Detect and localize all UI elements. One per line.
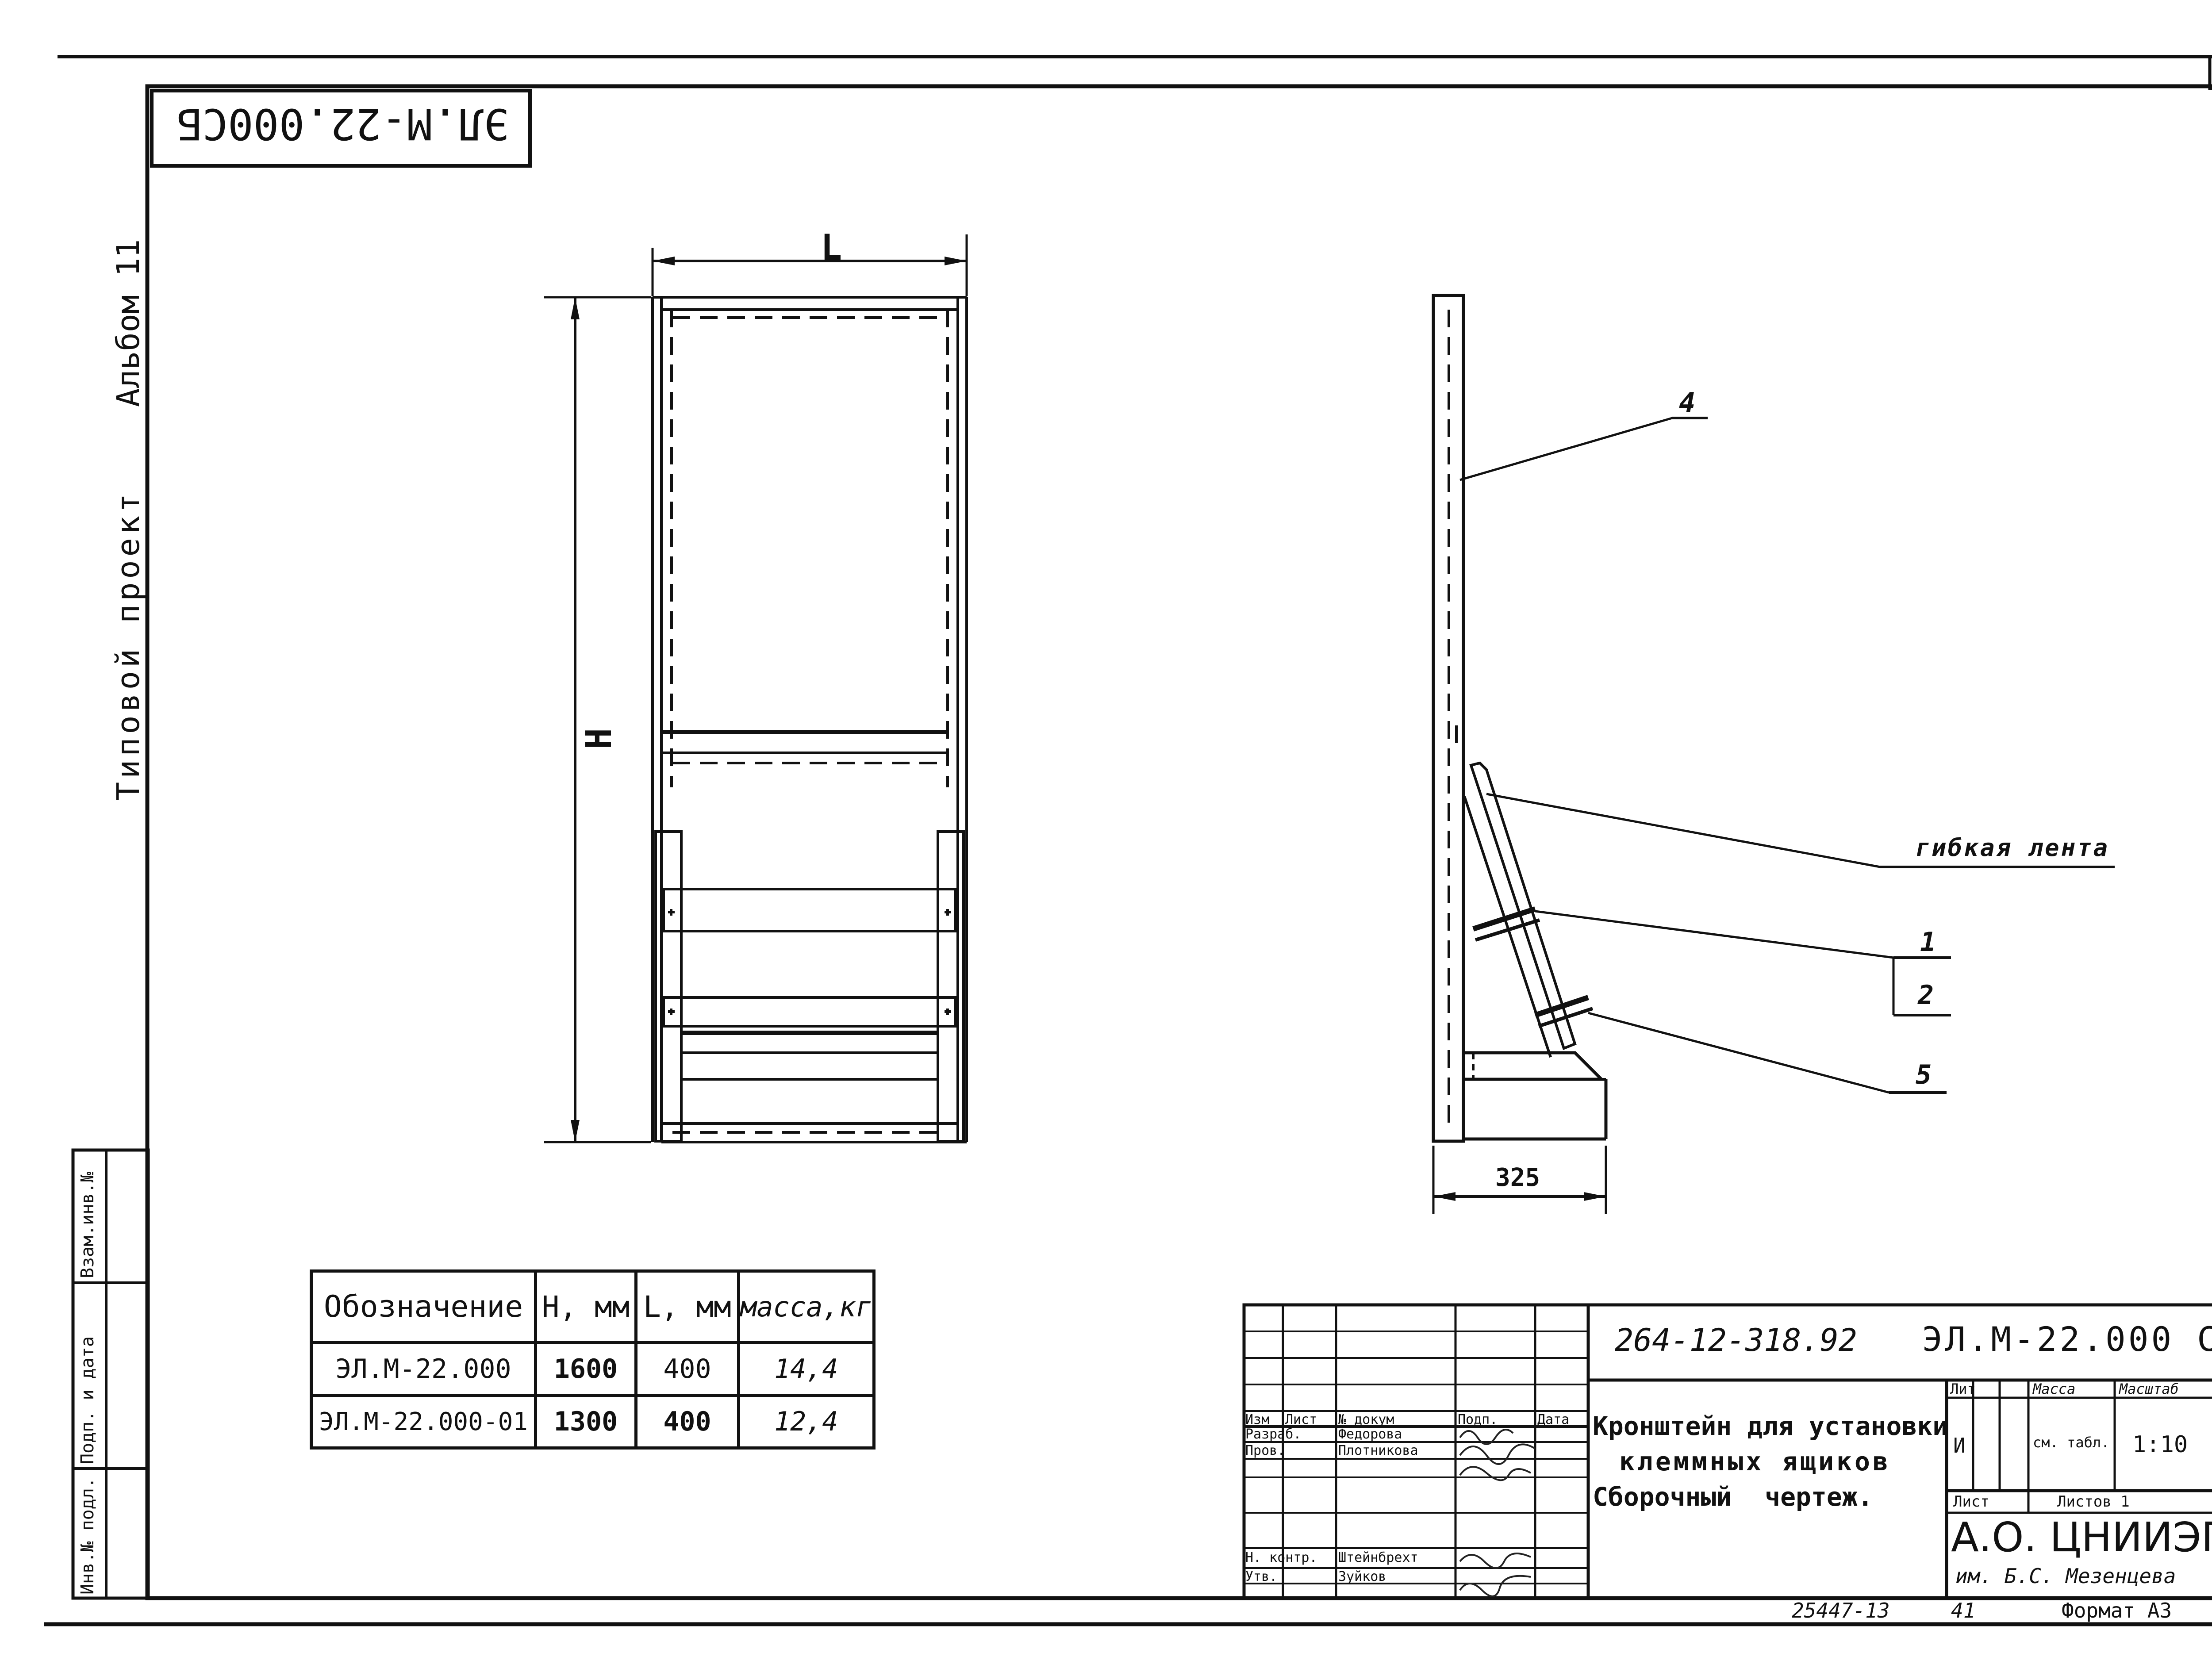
spec-header-designation: Обозначение <box>310 1269 537 1344</box>
side-cell-inv: Инв.№ подл. <box>77 1477 98 1595</box>
spec-header-row: Обозначение H, мм L, мм масса,кг <box>310 1269 876 1344</box>
callout-1: 1 <box>1920 927 1936 958</box>
role-norm-control: Н. контр. <box>1245 1550 1317 1565</box>
callout-4: 4 <box>1679 387 1696 419</box>
role-checker: Пров. <box>1245 1443 1286 1458</box>
front-view <box>544 234 968 1143</box>
change-header-doc: № докум <box>1338 1412 1394 1427</box>
change-header-date: Дата <box>1537 1412 1570 1427</box>
callout-2: 2 <box>1918 980 1934 1011</box>
name-norm-control: Штейнбрехт <box>1338 1550 1418 1565</box>
side-cell-podp: Подп. и дата <box>77 1336 98 1464</box>
table-row: ЭЛ.М-22.000 1600 400 14,4 <box>310 1341 876 1397</box>
name-approver: Зуйков <box>1338 1569 1386 1584</box>
spec-cell: 1300 <box>534 1394 637 1450</box>
role-approver: Утв. <box>1245 1569 1278 1584</box>
mass-label: Масса <box>2033 1381 2076 1397</box>
spec-cell: 400 <box>634 1394 740 1450</box>
scale-label: Масштаб <box>2119 1381 2179 1397</box>
mass-value: см. табл. <box>2033 1434 2110 1451</box>
callout-flex-strap: гибкая лента <box>1916 834 2110 862</box>
side-cells-box <box>71 1148 150 1600</box>
title-line-1: Кронштейн для установки <box>1593 1411 1948 1441</box>
dim-label-height: H <box>578 728 620 750</box>
footer-inventory: 25447-13 <box>1792 1599 1890 1622</box>
side-title-project: Типовой проект <box>110 490 146 801</box>
spec-cell: 12,4 <box>737 1394 876 1450</box>
dim-label-width: L <box>821 227 842 268</box>
org-name: А.О. ЦНИИЭП <box>1951 1514 2212 1561</box>
change-header-list: Лист <box>1285 1412 1317 1427</box>
org-sub: им. Б.С. Мезенцева <box>1955 1564 2176 1588</box>
lit-value: И <box>1953 1434 1966 1457</box>
footer-page: 41 <box>1951 1599 1976 1622</box>
change-header-izm: Изм <box>1245 1412 1270 1427</box>
side-view <box>1432 294 2115 1214</box>
doc-code: ЭЛ.М-22.000 СБ <box>1922 1319 2212 1359</box>
callout-5: 5 <box>1916 1059 1932 1090</box>
spec-cell: ЭЛ.М-22.000 <box>310 1341 537 1397</box>
top-stamp-box <box>150 89 532 168</box>
spec-cell: 400 <box>634 1341 740 1397</box>
title-line-2: клеммных ящиков <box>1619 1446 1891 1476</box>
spec-cell: 1600 <box>534 1341 637 1397</box>
name-developer: Федорова <box>1338 1427 1402 1442</box>
role-developer: Разраб. <box>1245 1427 1302 1442</box>
spec-cell: ЭЛ.М-22.000-01 <box>310 1394 537 1450</box>
sheet-label: Лист <box>1953 1493 1989 1511</box>
top-stamp-text: ЭЛ.М-22.000СБ <box>177 99 509 149</box>
side-cell-zam: Взам.инв.№ <box>77 1172 98 1278</box>
name-checker: Плотникова <box>1338 1443 1418 1458</box>
table-row: ЭЛ.М-22.000-01 1300 400 12,4 <box>310 1394 876 1450</box>
spec-header-h: H, мм <box>534 1269 637 1344</box>
corner-box <box>2208 55 2212 90</box>
signatures <box>1459 1429 1536 1597</box>
title-line-3: Сборочный чертеж. <box>1593 1482 1873 1512</box>
spec-header-l: L, мм <box>634 1269 740 1344</box>
inner-frame <box>145 84 2212 1600</box>
spec-table: Обозначение H, мм L, мм масса,кг ЭЛ.М-22… <box>310 1269 876 1450</box>
spec-cell: 14,4 <box>737 1341 876 1397</box>
footer-format: Формат А3 <box>2062 1599 2172 1622</box>
lit-label: Лит <box>1950 1381 1976 1397</box>
sheets-label: Листов 1 <box>2057 1493 2130 1511</box>
spec-header-mass: масса,кг <box>737 1269 876 1344</box>
scale-value: 1:10 <box>2132 1431 2188 1458</box>
title-block-grid <box>1242 1303 2212 1600</box>
side-title-album: Альбом 11 <box>110 239 146 407</box>
project-code: 264-12-318.92 <box>1615 1322 1857 1358</box>
dim-label-depth: 325 <box>1495 1163 1540 1192</box>
change-header-sign: Подп. <box>1458 1412 1498 1427</box>
